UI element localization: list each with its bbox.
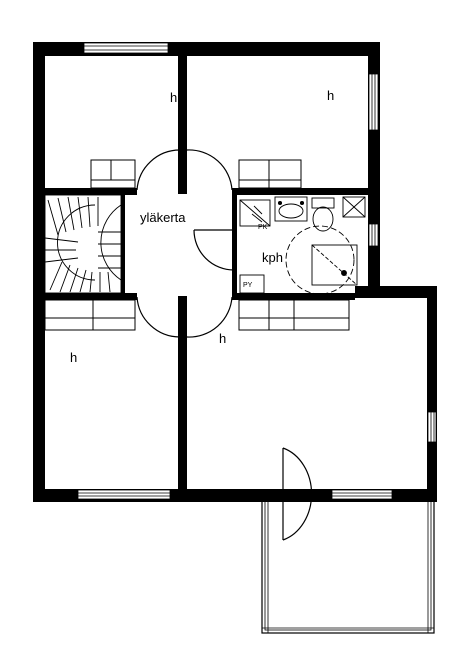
- interior-walls: [45, 56, 368, 490]
- room-label-se: h: [219, 331, 226, 346]
- room-label-nw: h: [170, 90, 177, 105]
- bathroom-label: kph: [262, 250, 283, 265]
- bath-fixture-label-pk: PK: [258, 224, 268, 231]
- balcony: [261, 497, 435, 634]
- hall-alcoves: [136, 149, 235, 338]
- room-label-ne: h: [327, 88, 334, 103]
- closets: [44, 159, 350, 331]
- windows: [77, 42, 437, 500]
- room-label-sw: h: [70, 350, 77, 365]
- staircase: [44, 194, 122, 294]
- hall-label: yläkerta: [140, 210, 186, 225]
- bathroom-fixtures: [239, 196, 366, 295]
- balcony-door: [282, 447, 313, 541]
- bath-fixture-label-py: PY: [243, 282, 253, 289]
- room-labels: h h h h yläkerta kph PK PY: [70, 88, 334, 365]
